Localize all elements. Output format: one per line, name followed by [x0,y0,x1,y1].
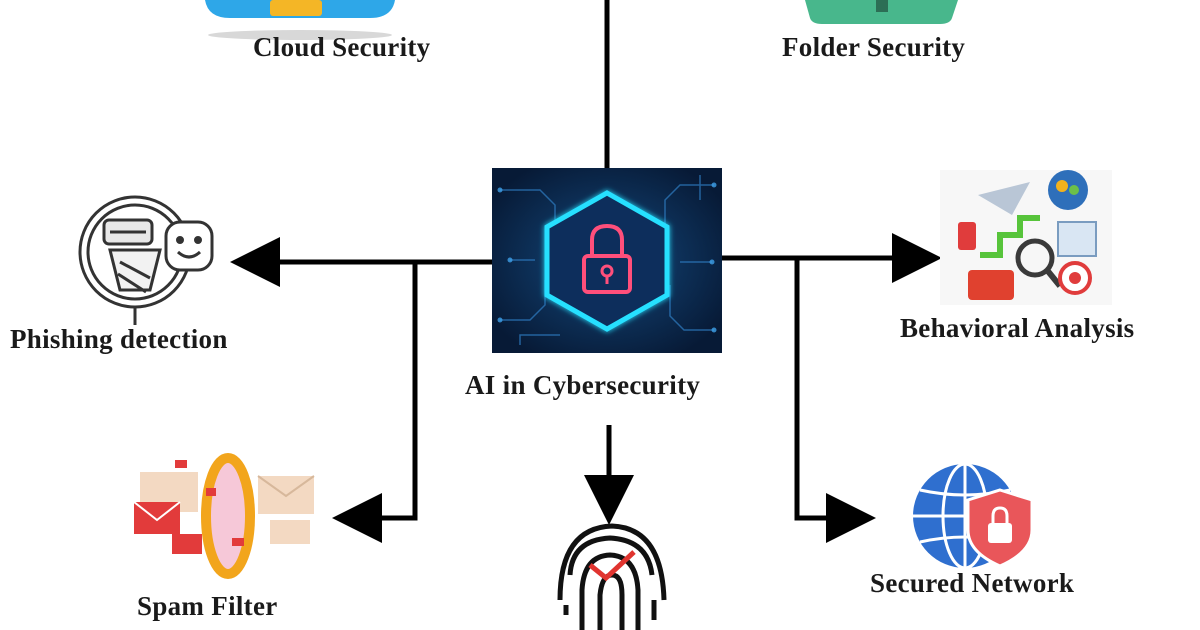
cloud-security-icon [205,0,395,40]
phishing-detection-icon [78,195,214,325]
connector-spam [332,262,418,543]
fingerprint-check-icon [557,523,667,630]
center-label: AI in Cybersecurity [465,370,701,400]
padlock-hexagon-circuit-icon [492,168,722,353]
behavioral-analysis-icon [940,170,1112,305]
behavioral-analysis-label: Behavioral Analysis [900,313,1135,343]
spam-filter-label: Spam Filter [137,591,278,621]
connectors [230,0,942,543]
cloud-security-label: Cloud Security [253,32,431,62]
folder-security-label: Folder Security [782,32,966,62]
secured-network-label: Secured Network [870,568,1075,598]
spam-filter-icon [133,453,315,579]
phishing-detection-label: Phishing detection [10,324,228,354]
connector-network [794,258,876,543]
folder-security-icon [805,0,958,24]
secured-network-icon [913,462,1034,570]
